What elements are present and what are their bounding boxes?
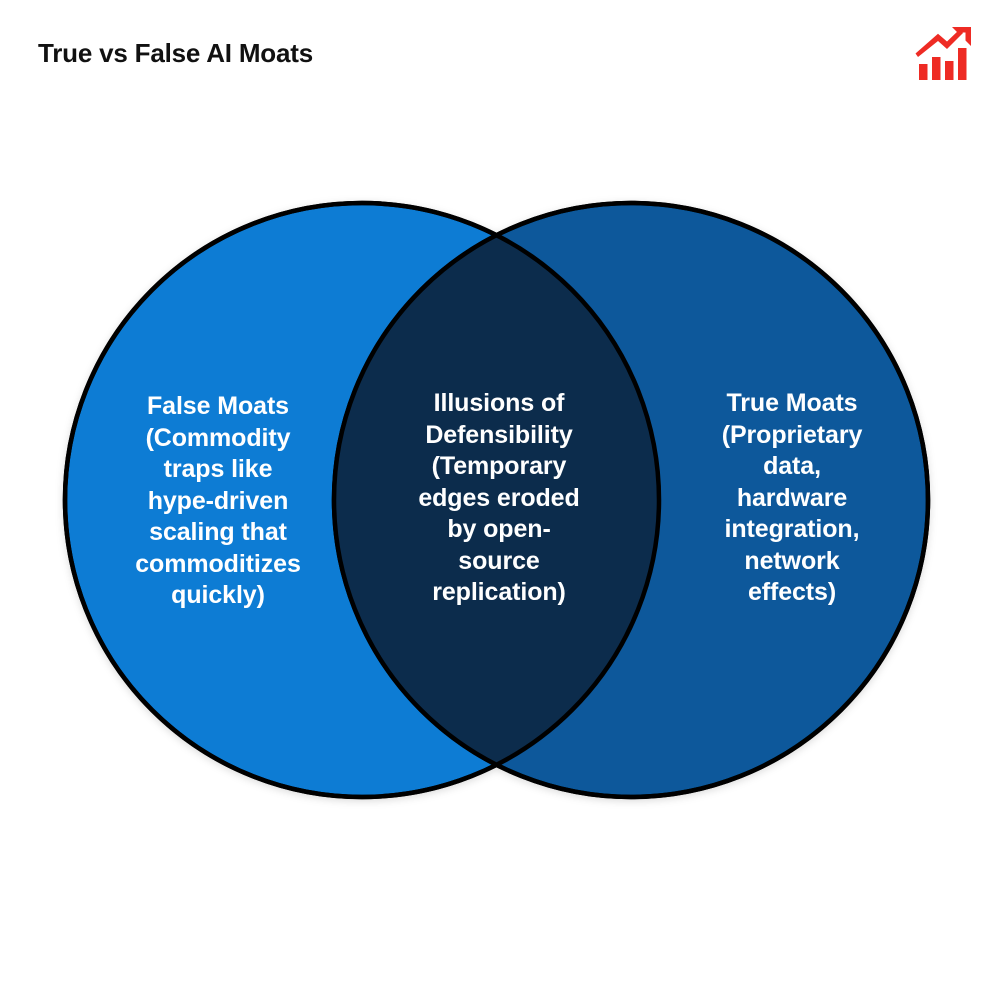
page-title: True vs False AI Moats	[38, 38, 313, 68]
venn-circle-left-outline	[62, 200, 662, 800]
bar-chart-growth-arrow-icon	[914, 24, 976, 82]
venn-label-right: True Moats (Proprietary data, hardware i…	[721, 389, 863, 606]
venn-label-left: False Moats (Commodity traps like hype-d…	[135, 392, 301, 609]
header: True vs False AI Moats	[0, 0, 1000, 110]
venn-intersection	[334, 203, 659, 797]
venn-circle-right-outline	[331, 200, 931, 800]
venn-label-intersection: Illusions of Defensibility (Temporary ed…	[418, 389, 580, 606]
